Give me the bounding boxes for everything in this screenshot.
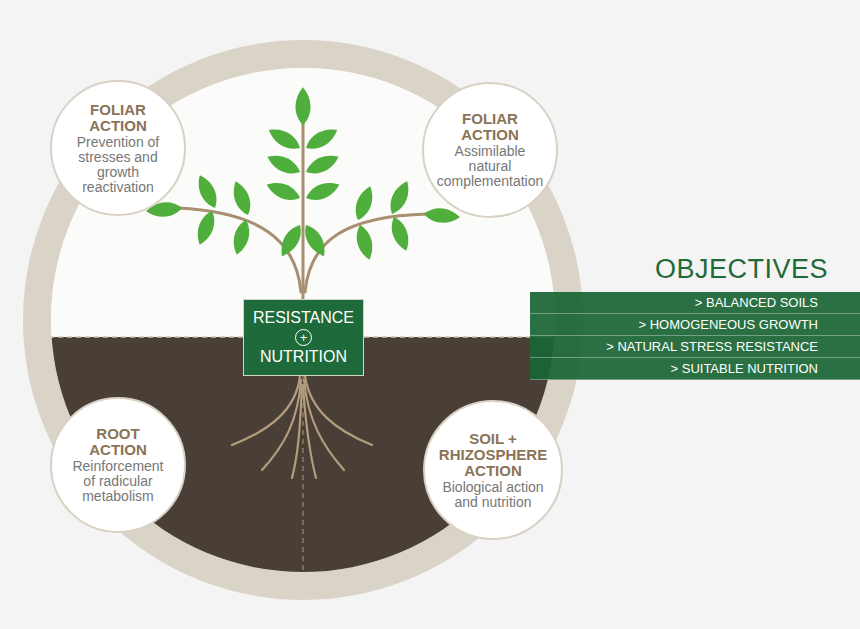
circle-content: SOIL + RHIZOSPHERE ACTIONBiological acti… (423, 400, 563, 540)
leaf (423, 207, 460, 224)
root (262, 380, 301, 470)
plus-sign: + (295, 329, 312, 346)
outer-ring (37, 54, 569, 586)
objective-text: > BALANCED SOILS (695, 295, 818, 310)
leaves (146, 87, 461, 261)
roots (232, 376, 372, 478)
stems (178, 120, 428, 300)
leaf (296, 87, 311, 125)
objectives-heading: OBJECTIVES (655, 254, 828, 285)
leaf (264, 150, 303, 178)
leaf (229, 179, 255, 218)
objective-band: > BALANCED SOILS (530, 292, 860, 314)
root (304, 380, 344, 470)
center-box: RESISTANCE + NUTRITION (243, 299, 364, 376)
center-dash (302, 376, 304, 580)
action-circle: FOLIAR ACTIONPrevention of stresses and … (50, 80, 186, 216)
soil (40, 337, 570, 629)
leaf (265, 124, 303, 154)
leaf (351, 184, 377, 223)
leaf (276, 221, 306, 259)
action-heading: FOLIAR ACTION (433, 111, 547, 143)
leaf (302, 124, 340, 154)
circle-content: ROOT ACTIONReinforcement of radicular me… (50, 397, 186, 533)
leaf (303, 178, 342, 205)
action-circle: SOIL + RHIZOSPHERE ACTIONBiological acti… (423, 400, 563, 540)
leaf (300, 221, 330, 259)
circle-content: FOLIAR ACTIONAssimilable natural complem… (422, 82, 558, 218)
objective-text: > SUITABLE NUTRITION (671, 361, 818, 376)
circle-shape (51, 81, 185, 215)
root (303, 385, 316, 478)
action-body: Reinforcement of radicular metabolism (68, 459, 168, 504)
action-circle: ROOT ACTIONReinforcement of radicular me… (50, 397, 186, 533)
leaf (264, 178, 303, 205)
leaf (386, 178, 414, 217)
stem (302, 120, 305, 300)
action-heading: ROOT ACTION (68, 426, 168, 458)
objective-band: > NATURAL STRESS RESISTANCE (530, 336, 860, 358)
leaf (387, 215, 413, 254)
action-circle: FOLIAR ACTIONAssimilable natural complem… (422, 82, 558, 218)
objective-band: > SUITABLE NUTRITION (530, 358, 860, 380)
objective-text: > NATURAL STRESS RESISTANCE (606, 339, 818, 354)
root (232, 376, 300, 445)
action-heading: SOIL + RHIZOSPHERE ACTION (437, 431, 549, 479)
root (305, 376, 372, 445)
leaf (193, 172, 221, 211)
objective-text: > HOMOGENEOUS GROWTH (639, 317, 818, 332)
circle-shape (424, 401, 562, 539)
action-body: Prevention of stresses and growth reacti… (62, 135, 174, 195)
circle-shape (51, 398, 185, 532)
box-text: RESISTANCE (253, 309, 354, 327)
leaf (303, 150, 342, 178)
leaf (193, 209, 219, 248)
leaf (353, 223, 376, 261)
action-heading: FOLIAR ACTION (62, 102, 174, 134)
root (292, 385, 302, 478)
box-text: NUTRITION (260, 348, 347, 366)
action-body: Assimilable natural complementation (433, 144, 547, 189)
objective-band: > HOMOGENEOUS GROWTH (530, 314, 860, 336)
action-body: Biological action and nutrition (437, 480, 549, 510)
circle-shape (423, 83, 557, 217)
leaf (230, 218, 253, 256)
circle-content: FOLIAR ACTIONPrevention of stresses and … (50, 80, 186, 216)
